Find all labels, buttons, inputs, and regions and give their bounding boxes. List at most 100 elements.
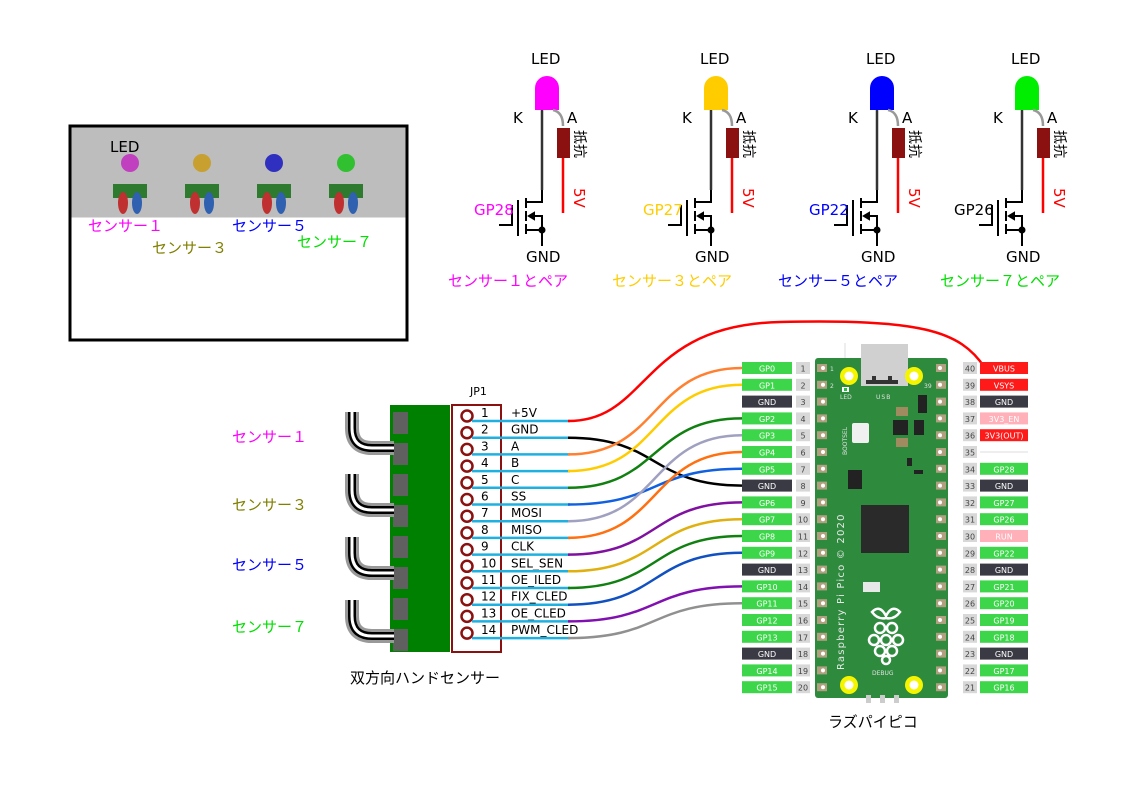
pin-name: GP10 <box>756 583 777 592</box>
pin-hole <box>821 483 825 488</box>
resistor-label: 抵抗 <box>1051 130 1067 158</box>
pin-name-badge <box>742 496 792 509</box>
pico-silk-text: Raspberry Pi Pico © 2020 <box>836 513 847 670</box>
jp1-pin-number: 12 <box>481 590 496 604</box>
pin-name-badge <box>980 563 1028 576</box>
pin-hole <box>938 483 942 488</box>
pin-name: 3V3(OUT) <box>985 432 1024 441</box>
sensor-cable-icon <box>345 412 394 455</box>
pin-number: 35 <box>965 449 975 458</box>
jp1-pin-hole <box>460 409 474 423</box>
pin-name: GP9 <box>759 549 775 558</box>
wire-gnd <box>567 436 743 487</box>
pin-hole <box>938 517 942 522</box>
pin-number: 29 <box>965 549 975 558</box>
pin-number-badge <box>796 496 810 509</box>
pin-number: 27 <box>965 583 975 592</box>
pin-number: 12 <box>798 549 808 558</box>
wire-ss <box>567 467 743 506</box>
pin-hole <box>938 668 942 673</box>
pin-hole <box>938 584 942 589</box>
sensor-connector-pad <box>393 536 408 558</box>
jp1-pin-number: 5 <box>481 473 489 487</box>
pin-hole <box>938 500 942 505</box>
component <box>914 470 923 474</box>
jp1-pin-label: FIX_CLED <box>511 590 568 604</box>
overview-sensor-emitter <box>118 192 128 214</box>
mosfet-gate <box>834 205 848 226</box>
pin-name: RUN <box>995 533 1012 542</box>
bootsel-button[interactable] <box>852 423 869 443</box>
pin-name-badge <box>980 395 1028 408</box>
pair-label: センサー１とペア <box>448 272 568 290</box>
chip <box>918 395 927 413</box>
wire-selsen <box>567 517 743 573</box>
led-label: LED <box>531 50 560 68</box>
pin-name-badge <box>742 614 792 626</box>
pin-hole <box>938 416 942 421</box>
pin1-marker: 1 <box>830 366 834 373</box>
pin-number: 28 <box>965 566 975 575</box>
sensor-cable-icon <box>345 537 394 580</box>
pin-name: GP28 <box>993 465 1014 474</box>
sensor-connector-pad <box>393 567 408 589</box>
wire-c <box>567 417 743 490</box>
pin-number-badge <box>963 378 977 391</box>
pin-name-badge <box>742 395 792 408</box>
jp1-pin-hole <box>460 509 474 523</box>
jp1-pin-hole <box>460 492 474 507</box>
pin-hole <box>821 534 825 538</box>
sensor-connector-pad <box>393 412 408 434</box>
pin-number-badge <box>963 513 977 526</box>
pin-number-badge <box>963 462 977 475</box>
mosfet-arrow <box>1007 211 1015 221</box>
pin-hole <box>938 366 942 370</box>
pin-name: GP14 <box>756 667 777 676</box>
pin-number-badge <box>796 429 810 442</box>
pin-number-badge <box>963 546 977 559</box>
pin-hole <box>821 433 825 438</box>
mosfet-body <box>517 198 527 236</box>
pin-name: GP17 <box>993 667 1014 676</box>
pin-number-badge <box>963 597 977 610</box>
pin-name: GP18 <box>993 633 1014 642</box>
pin-number: 13 <box>798 566 808 575</box>
mount-hole-inner <box>909 680 919 690</box>
pin-hole <box>938 399 942 404</box>
overview-sensor-emitter <box>334 192 344 214</box>
pin-name: GP11 <box>756 600 777 609</box>
resistor-icon <box>1037 128 1050 158</box>
chip <box>893 420 908 435</box>
resistor-icon <box>726 128 739 158</box>
pin-number: 2 <box>800 381 805 390</box>
debug-pins <box>866 695 899 703</box>
pin-name-badge <box>742 462 792 475</box>
pin-hole <box>821 618 825 622</box>
sensor-cable-icon <box>345 474 394 517</box>
pin-number: 10 <box>798 516 808 525</box>
pin-name: GND <box>758 398 776 407</box>
pin-hole <box>821 466 825 471</box>
pin-number: 20 <box>798 684 808 693</box>
wire-mosi <box>567 433 743 523</box>
pin-name-badge <box>980 479 1028 492</box>
pin-name-badge <box>742 647 792 660</box>
mosfet-icon <box>668 190 715 246</box>
anode-label: A <box>567 109 578 127</box>
mosfet-drain <box>1006 190 1023 203</box>
pin-name: GP16 <box>993 684 1014 693</box>
pair-label: センサー３とペア <box>612 272 732 290</box>
